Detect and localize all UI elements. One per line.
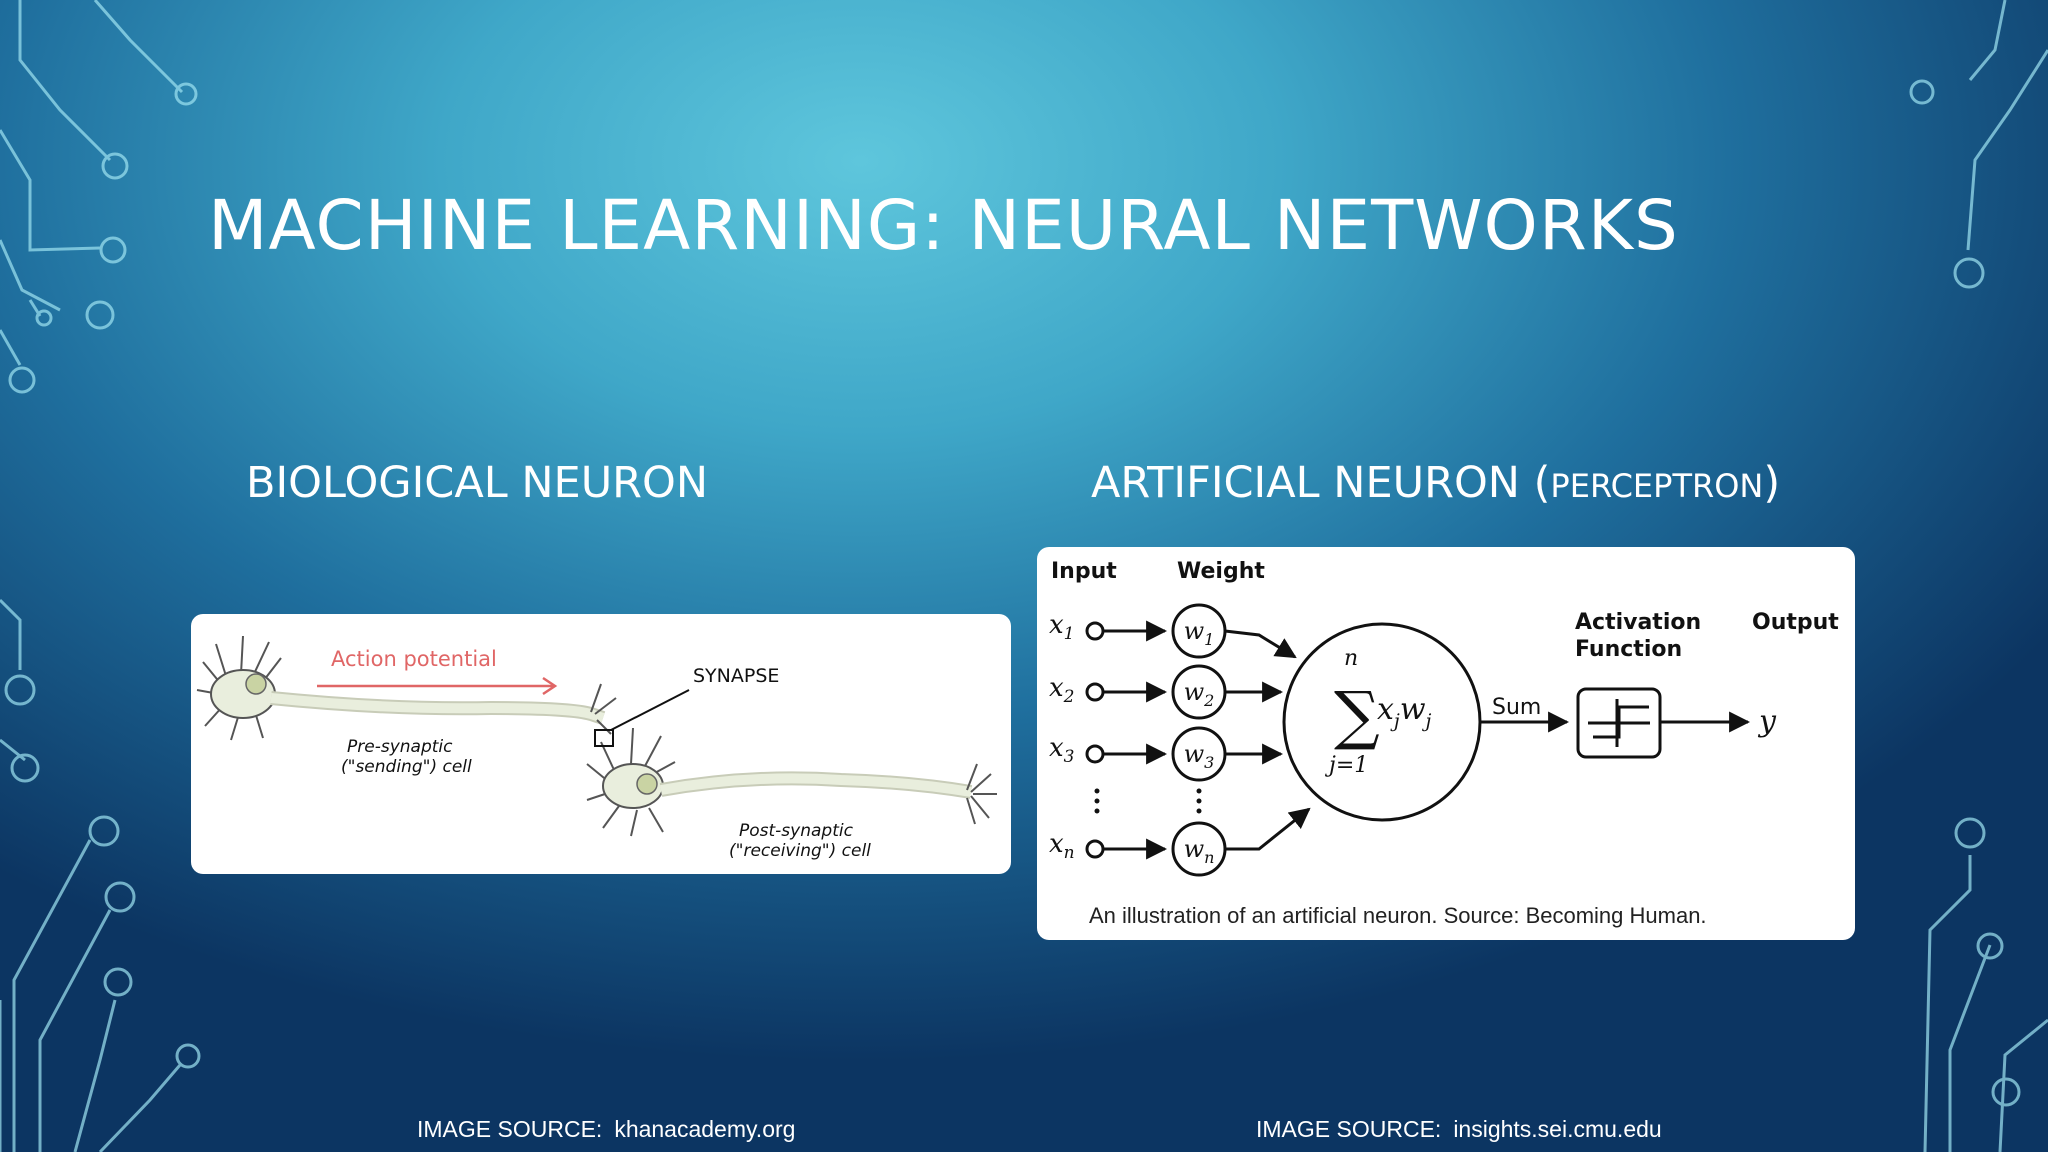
action-potential-label: Action potential xyxy=(331,647,497,671)
left-image-source: IMAGE SOURCE: khanacademy.org xyxy=(417,1116,795,1143)
function-label: Function xyxy=(1575,637,1683,662)
weight-wn: wn xyxy=(1184,835,1215,867)
input-xn: xn xyxy=(1049,829,1075,863)
artificial-neuron-heading: ARTIFICIAL NEURON (PERCEPTRON) xyxy=(1091,458,1780,508)
input-label: Input xyxy=(1051,559,1117,584)
weight-label: Weight xyxy=(1177,559,1265,584)
sigma-symbol: ∑ xyxy=(1334,679,1380,753)
source-link[interactable]: khanacademy.org xyxy=(614,1116,796,1142)
heading-close-paren: ) xyxy=(1763,458,1781,508)
input-x3: x3 xyxy=(1049,733,1075,767)
neuron-drawing: Action potential SYNAPSE Pre-synaptic ("… xyxy=(196,635,997,861)
perceptron-diagram: x1 x2 x3 xn w1 w2 w3 xyxy=(1049,603,1777,877)
post-synaptic-sublabel: ("receiving") cell xyxy=(729,841,871,861)
figure-caption: An illustration of an artificial neuron.… xyxy=(1089,903,1707,928)
source-link[interactable]: insights.sei.cmu.edu xyxy=(1453,1116,1662,1142)
sum-term: xjwj xyxy=(1377,692,1432,732)
weight-w1: w1 xyxy=(1184,617,1215,649)
input-x2: x2 xyxy=(1049,673,1075,707)
sum-lower-limit: j=1 xyxy=(1324,753,1368,778)
heading-text: ARTIFICIAL NEURON ( xyxy=(1091,458,1551,508)
sum-upper-limit: n xyxy=(1344,646,1358,671)
synapse-label: SYNAPSE xyxy=(693,665,779,687)
activation-label: Activation xyxy=(1575,610,1702,635)
weight-w3: w3 xyxy=(1184,740,1215,772)
source-label: IMAGE SOURCE: xyxy=(1256,1116,1442,1142)
output-label: Output xyxy=(1752,610,1839,635)
heading-perceptron: PERCEPTRON xyxy=(1550,467,1764,505)
source-label: IMAGE SOURCE: xyxy=(417,1116,603,1142)
input-x1: x1 xyxy=(1049,610,1075,644)
artificial-neuron-image: x1 x2 x3 xn w1 w2 w3 xyxy=(1037,547,1855,940)
output-y: y xyxy=(1757,704,1777,739)
right-image-source: IMAGE SOURCE: insights.sei.cmu.edu xyxy=(1256,1116,1662,1143)
sum-label: Sum xyxy=(1492,695,1542,720)
post-synaptic-label: Post-synaptic xyxy=(739,821,854,841)
biological-neuron-heading: BIOLOGICAL NEURON xyxy=(246,458,709,508)
slide-title: MACHINE LEARNING: NEURAL NETWORKS xyxy=(208,186,1679,266)
pre-synaptic-sublabel: ("sending") cell xyxy=(341,757,472,777)
biological-neuron-image: Action potential SYNAPSE Pre-synaptic ("… xyxy=(191,614,1011,874)
pre-synaptic-label: Pre-synaptic xyxy=(347,737,453,757)
weight-w2: w2 xyxy=(1184,678,1215,710)
